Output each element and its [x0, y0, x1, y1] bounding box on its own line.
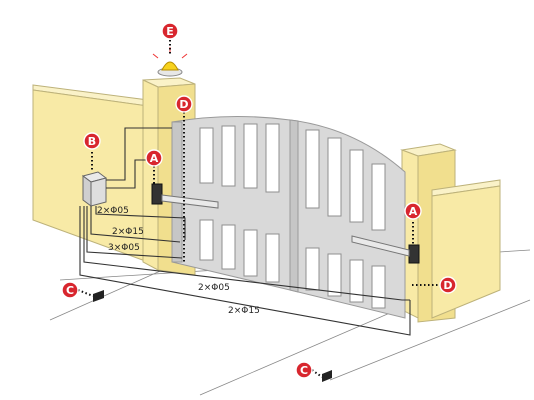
callout-E: E [161, 22, 179, 40]
wiring [79, 127, 411, 336]
svg-text:A: A [150, 152, 159, 165]
cable-label-long-bottom: 2×Φ15 [228, 306, 260, 316]
cable-label-short-mid: 2×Φ15 [112, 227, 144, 237]
leader-lines [77, 40, 440, 378]
svg-text:C: C [66, 284, 74, 297]
callout-C-right: C [295, 361, 313, 379]
svg-text:D: D [179, 98, 188, 111]
left-gate-upper-slots [199, 123, 280, 193]
callout-A-right: A [404, 202, 422, 220]
svg-text:C: C [300, 364, 308, 377]
right-gate-upper-slots [305, 129, 386, 231]
left-gate-lower-slots [199, 219, 280, 283]
right-actuator [351, 235, 420, 264]
svg-text:B: B [88, 135, 96, 148]
svg-text:D: D [443, 279, 452, 292]
svg-text:E: E [166, 25, 174, 38]
warning-lamp-icon [152, 47, 188, 77]
left-photocell-icon [93, 290, 104, 302]
left-gate-leaf [171, 115, 291, 291]
callout-B: B [83, 132, 101, 150]
callout-D-right: D [439, 276, 457, 294]
svg-text:A: A [409, 205, 418, 218]
right-wall [431, 179, 501, 319]
right-photocell-icon [322, 370, 332, 382]
cable-label-long-top: 2×Φ05 [198, 283, 230, 293]
right-gate-lower-slots [305, 247, 386, 309]
callout-D-top: D [175, 95, 193, 113]
cable-label-short-top: 2×Φ05 [97, 206, 129, 216]
callout-C-left: C [61, 281, 79, 299]
callout-A-left: A [145, 149, 163, 167]
cable-label-short-bottom: 3×Φ05 [108, 243, 140, 253]
left-actuator [151, 183, 219, 209]
control-box [81, 171, 108, 207]
right-gate-leaf [289, 119, 406, 319]
